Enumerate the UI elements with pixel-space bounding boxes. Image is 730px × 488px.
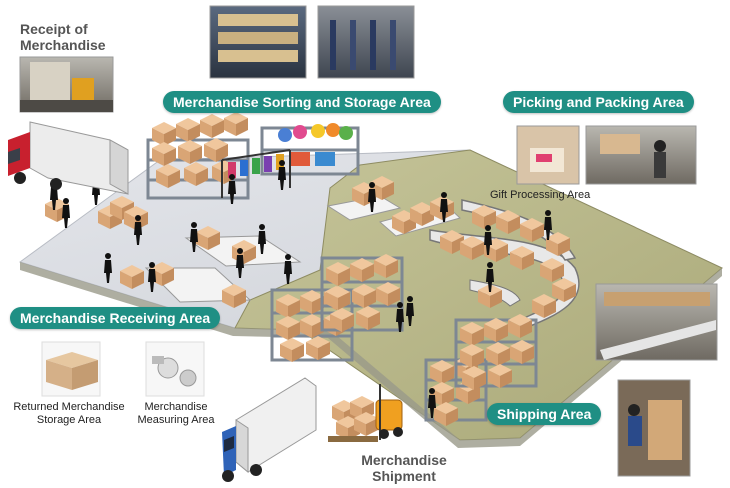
photo-garment-storage [317, 5, 415, 79]
measuring-caption-line2: Measuring Area [137, 414, 215, 426]
storage-shelving [146, 112, 360, 200]
photo-warehouse-conveyor [595, 283, 718, 361]
returned-caption-line1: Returned Merchandise [13, 401, 125, 413]
forklift [328, 384, 403, 442]
shipping-area-label: Shipping Area [487, 403, 602, 425]
receipt-label-line1: Receipt of [20, 21, 88, 37]
shipment-truck-blue [222, 377, 317, 482]
delivery-truck-red [8, 121, 129, 195]
measuring-caption: Merchandise Measuring Area [132, 401, 220, 427]
shipment-label-line2: Shipment [372, 468, 436, 484]
returned-caption-line2: Storage Area [36, 414, 102, 426]
photo-packing-staff [585, 125, 697, 185]
shipping-shelving [424, 314, 538, 426]
photo-gift-processing [516, 125, 580, 185]
photo-shipping-loading [617, 379, 691, 477]
returned-merchandise-caption: Returned Merchandise Storage Area [10, 401, 128, 427]
measuring-caption-line1: Merchandise [144, 401, 208, 413]
shipment-label: Merchandise Shipment [355, 452, 453, 484]
returned-merchandise-box [41, 341, 101, 397]
measuring-icon-image [145, 341, 205, 397]
photo-storage-shelves [209, 5, 307, 79]
receipt-label: Receipt of Merchandise [20, 21, 106, 53]
receipt-label-line2: Merchandise [20, 37, 106, 53]
picking-packing-area-label: Picking and Packing Area [503, 91, 694, 113]
shipment-label-line1: Merchandise [361, 452, 447, 468]
middle-shelving [270, 254, 404, 362]
gift-processing-caption: Gift Processing Area [490, 189, 591, 201]
photo-receipt-truck [19, 56, 114, 113]
sorting-storage-area-label: Merchandise Sorting and Storage Area [163, 91, 441, 113]
receiving-area-label: Merchandise Receiving Area [10, 307, 221, 329]
